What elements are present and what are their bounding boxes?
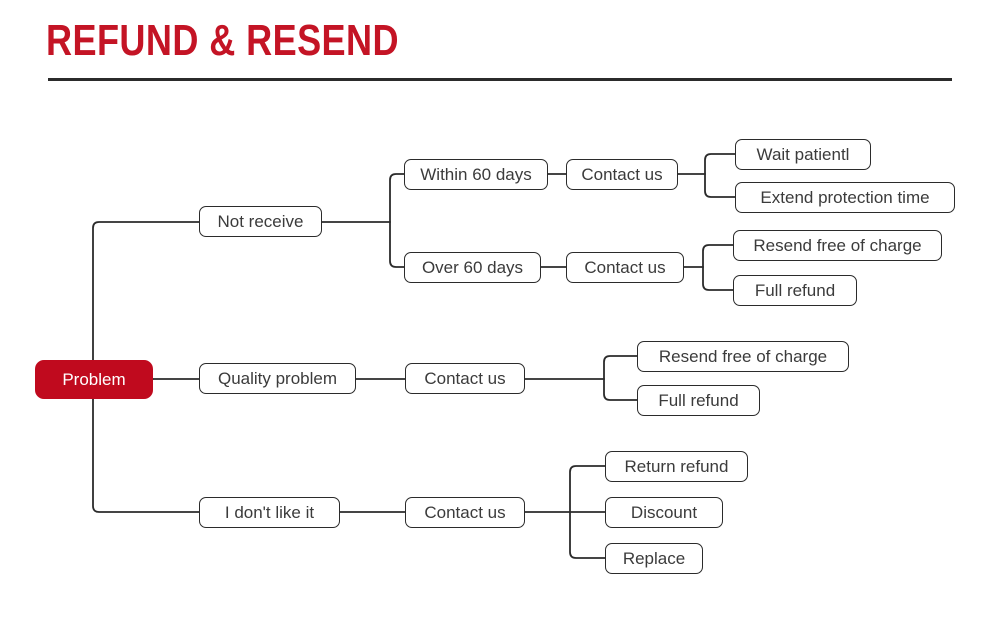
node-contact-us-dislike[interactable]: Contact us: [405, 497, 525, 528]
node-contact-us-quality[interactable]: Contact us: [405, 363, 525, 394]
node-contact-us-within-60[interactable]: Contact us: [566, 159, 678, 190]
node-discount[interactable]: Discount: [605, 497, 723, 528]
title-divider: [48, 78, 952, 81]
node-replace[interactable]: Replace: [605, 543, 703, 574]
node-return-refund[interactable]: Return refund: [605, 451, 748, 482]
node-within-60-days[interactable]: Within 60 days: [404, 159, 548, 190]
node-resend-free-of-charge-over-60[interactable]: Resend free of charge: [733, 230, 942, 261]
node-not-receive[interactable]: Not receive: [199, 206, 322, 237]
node-i-dont-like-it[interactable]: I don't like it: [199, 497, 340, 528]
page-header: REFUND & RESEND: [0, 0, 1000, 90]
node-wait-patiently[interactable]: Wait patientl: [735, 139, 871, 170]
node-problem[interactable]: Problem: [35, 360, 153, 399]
node-full-refund-over-60[interactable]: Full refund: [733, 275, 857, 306]
node-quality-problem[interactable]: Quality problem: [199, 363, 356, 394]
node-over-60-days[interactable]: Over 60 days: [404, 252, 541, 283]
node-full-refund-quality[interactable]: Full refund: [637, 385, 760, 416]
node-contact-us-over-60[interactable]: Contact us: [566, 252, 684, 283]
node-resend-free-of-charge-quality[interactable]: Resend free of charge: [637, 341, 849, 372]
node-extend-protection-time[interactable]: Extend protection time: [735, 182, 955, 213]
page-title: REFUND & RESEND: [46, 16, 399, 65]
